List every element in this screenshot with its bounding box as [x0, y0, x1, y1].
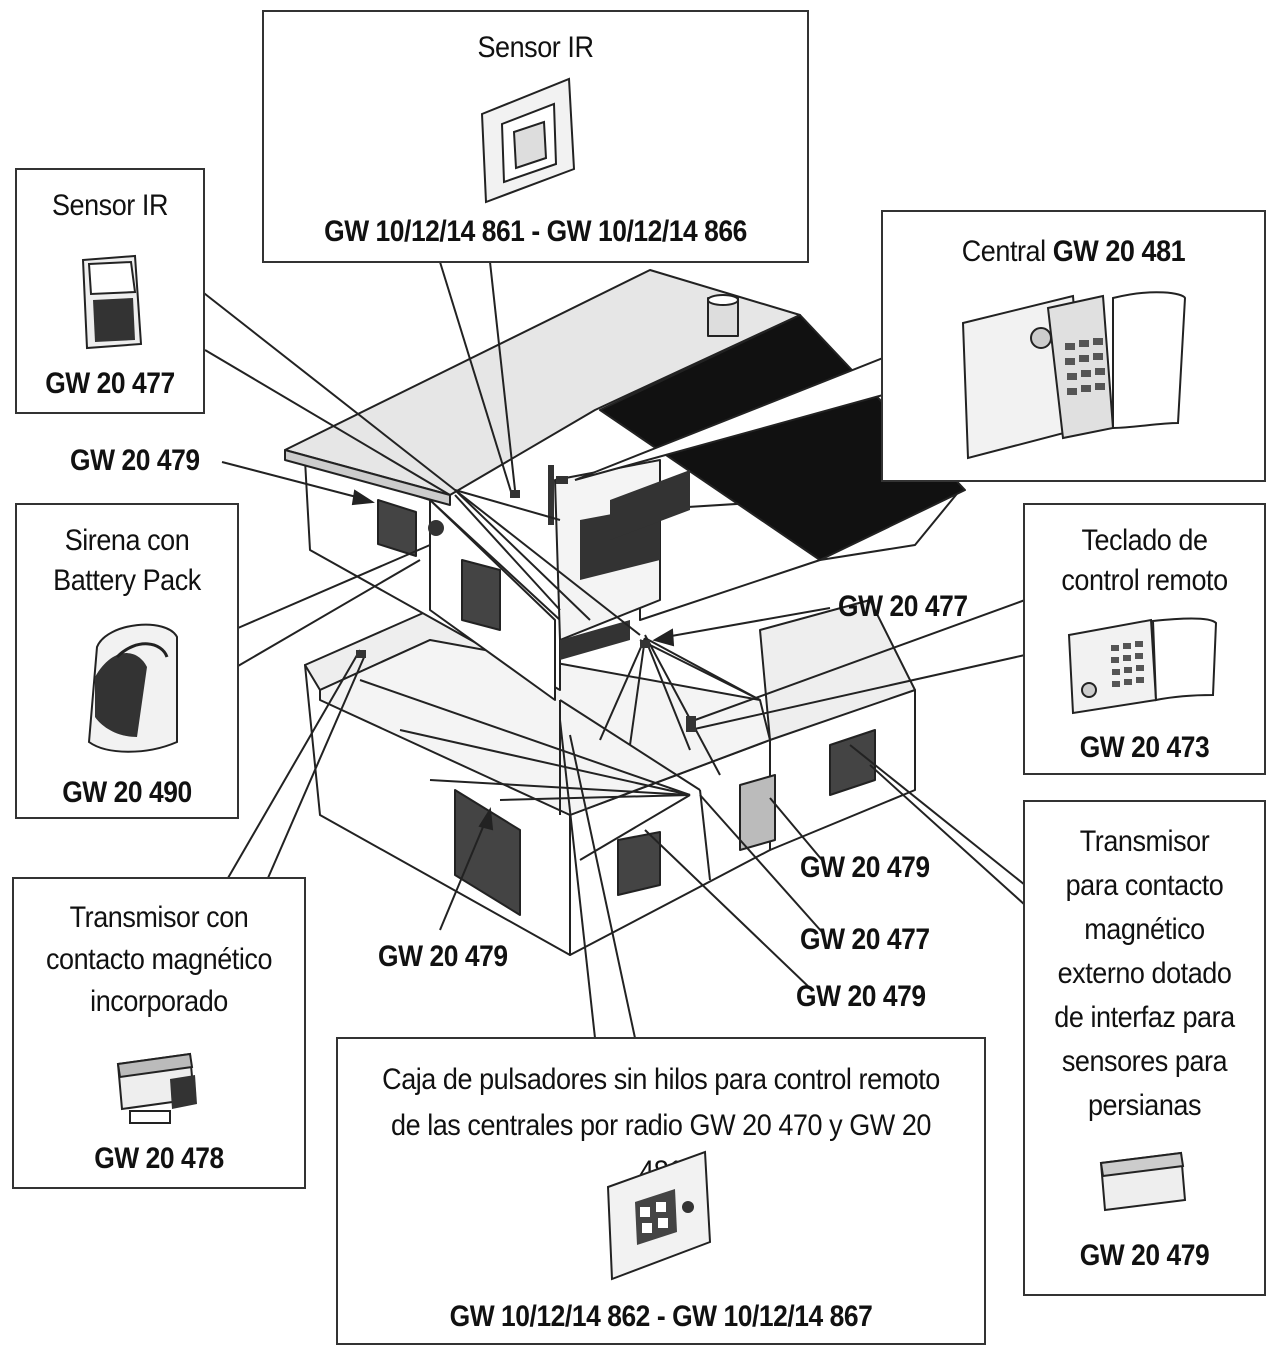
transmisor-externo-title-line: de interfaz para: [1054, 1001, 1235, 1034]
window-shutters: [377, 499, 876, 916]
label-garage-479: GW 20 479: [378, 940, 508, 973]
caja-pulsadores-title-line1: Caja de pulsadores sin hilos para contro…: [382, 1063, 940, 1096]
ground-floor-slab: [319, 639, 771, 816]
roof-edge: [284, 449, 451, 506]
front-door: [739, 774, 776, 851]
central-title: Central GW 20 481: [902, 232, 1245, 272]
transmisor-externo-title: Transmisor para contacto magnético exter…: [1025, 820, 1264, 1128]
transmisor-incorporado-title: Transmisor con contacto magnético incorp…: [14, 897, 304, 1023]
sirena-title-line2: Battery Pack: [53, 564, 201, 597]
transmisor-externo-title-line: externo dotado: [1057, 957, 1232, 990]
sirena-code: GW 20 490: [62, 776, 192, 809]
central-unit-icon: [961, 291, 1187, 460]
transmisor-externo-title-line: magnético: [1084, 913, 1205, 946]
sensor-ir-left-box: Sensor IR GW 20 477: [15, 168, 205, 414]
sensor-ir-top-box: Sensor IR GW 10/12/14 861 - GW 10/12/14 …: [262, 10, 809, 263]
teclado-code: GW 20 473: [1079, 731, 1210, 764]
sirena-title-line1: Sirena con: [64, 524, 190, 557]
sensor-ir-left-title: Sensor IR: [51, 189, 168, 222]
siren-on-wall: [428, 520, 444, 536]
sensor-ir-top-title: Sensor IR: [477, 31, 594, 64]
transmisor-externo-box: Transmisor para contacto magnético exter…: [1023, 800, 1266, 1296]
roof-dark: [599, 314, 966, 561]
transmisor-incorporado-title-line: Transmisor con: [69, 901, 249, 934]
transmitter-external-icon: [1099, 1151, 1187, 1212]
ir-sensor-flush-icon: [480, 77, 576, 204]
central-title-code: GW 20 481: [1052, 235, 1186, 268]
sirena-box: Sirena con Battery Pack GW 20 490: [15, 503, 239, 819]
teclado-title-line1: Teclado de: [1081, 524, 1208, 557]
sensor-ir-top-code: GW 10/12/14 861 - GW 10/12/14 866: [324, 215, 747, 248]
transmisor-incorporado-title-line: contacto magnético: [45, 943, 273, 976]
teclado-title-line2: control remoto: [1061, 564, 1228, 597]
transmisor-incorporado-title-line: incorporado: [90, 985, 228, 1018]
transmisor-externo-title-line: persianas: [1087, 1089, 1202, 1122]
central-title-prefix: Central: [961, 235, 1046, 268]
transmitter-magnetic-icon: [116, 1052, 197, 1124]
label-mid-477: GW 20 477: [838, 590, 968, 623]
teclado-box: Teclado de control remoto GW 20 473: [1023, 503, 1266, 775]
ir-sensor-wall-icon: [81, 254, 143, 350]
sensor-ir-left-code: GW 20 477: [45, 367, 175, 400]
leader-lines: [199, 261, 1026, 1039]
label-right-479-b: GW 20 479: [796, 980, 926, 1013]
transmisor-incorporado-box: Transmisor con contacto magnético incorp…: [12, 877, 306, 1189]
label-right-479-a: GW 20 479: [800, 851, 930, 884]
siren-icon: [87, 623, 178, 753]
keypad-icon: [1067, 617, 1218, 715]
caja-pulsadores-box: Caja de pulsadores sin hilos para contro…: [336, 1037, 986, 1345]
transmisor-externo-title-line: para contacto: [1065, 869, 1224, 902]
transmisor-externo-code: GW 20 479: [1079, 1239, 1210, 1272]
pushbutton-box-icon: [606, 1150, 712, 1281]
staircase: [580, 470, 690, 580]
transmisor-externo-title-line: Transmisor: [1079, 825, 1210, 858]
transmisor-externo-title-line: sensores para: [1061, 1045, 1228, 1078]
central-box: Central GW 20 481: [881, 210, 1266, 482]
label-left-479: GW 20 479: [70, 444, 200, 477]
caja-pulsadores-code: GW 10/12/14 862 - GW 10/12/14 867: [449, 1300, 873, 1333]
transmisor-incorporado-code: GW 20 478: [94, 1142, 224, 1175]
label-right-477: GW 20 477: [800, 923, 930, 956]
